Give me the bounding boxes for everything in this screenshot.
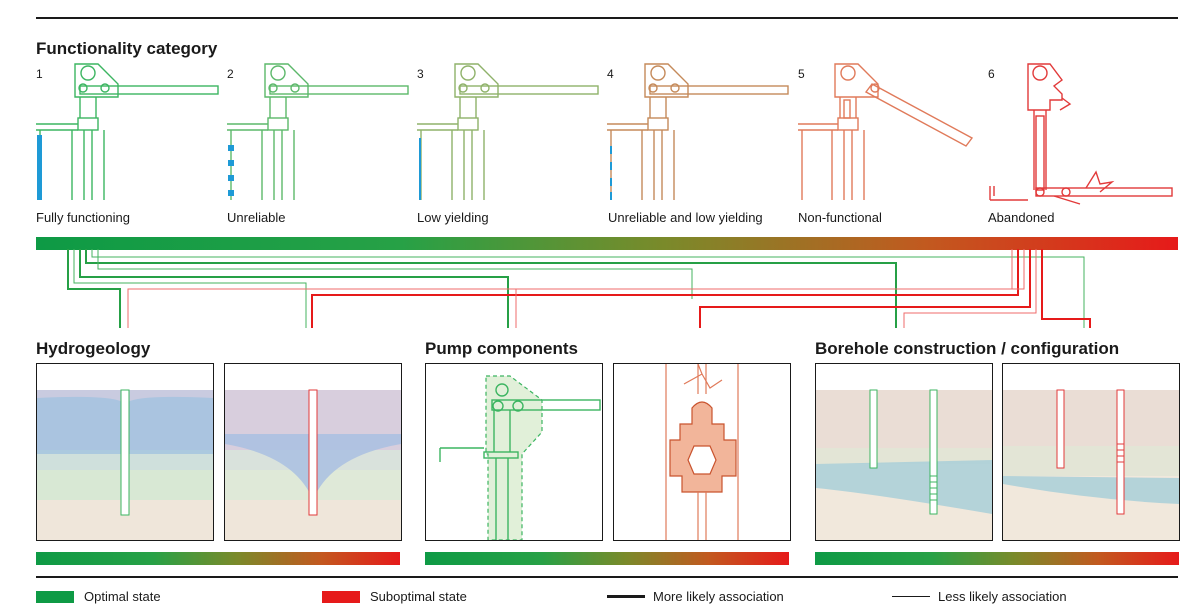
category-number-3: 3 [417, 67, 424, 81]
legend-thin-line [892, 596, 930, 597]
section-title-pump-components: Pump components [425, 339, 579, 358]
legend-more-likely: More likely association [607, 589, 784, 604]
category-label-3: Low yielding [417, 210, 489, 225]
hydrogeology-panel-suboptimal [224, 363, 402, 541]
section-title-hydrogeology: Hydrogeology [36, 339, 151, 358]
category-number-2: 2 [227, 67, 234, 81]
pump-icon-low-yielding [417, 63, 599, 200]
borehole-gradient-bar [815, 552, 1179, 565]
association-line-strong [79, 249, 509, 328]
pump-icon-abandoned [989, 63, 1173, 205]
hydrogeology-panel-optimal [36, 363, 214, 541]
association-line-weak [91, 249, 1085, 328]
legend-less-likely-label: Less likely association [938, 589, 1067, 604]
borehole-panel-optimal [815, 363, 993, 541]
association-lines [67, 249, 1091, 328]
legend-optimal: Optimal state [36, 589, 161, 604]
legend-more-likely-label: More likely association [653, 589, 784, 604]
legend-optimal-swatch [36, 590, 74, 603]
association-line-weak [73, 249, 307, 328]
category-label-5: Non-functional [798, 210, 882, 225]
association-line-strong [67, 249, 121, 328]
legend-suboptimal: Suboptimal state [322, 589, 467, 604]
category-label-2: Unreliable [227, 210, 286, 225]
legend-optimal-label: Optimal state [84, 589, 161, 604]
section-title-borehole-construction: Borehole construction / configuration [815, 339, 1120, 358]
association-line-weak [97, 249, 693, 299]
water-column-thin-dashed [610, 146, 612, 200]
water-column-thin [419, 138, 421, 200]
functionality-title: Functionality category [36, 39, 218, 58]
association-line-weak [515, 249, 1025, 328]
legend-suboptimal-swatch [322, 590, 360, 603]
legend-thick-line [607, 595, 645, 598]
pump-panel-suboptimal [613, 363, 791, 541]
legend-suboptimal-label: Suboptimal state [370, 589, 467, 604]
category-number-6: 6 [988, 67, 995, 81]
category-number-4: 4 [607, 67, 614, 81]
category-label-6: Abandoned [988, 210, 1055, 225]
bottom-rule [36, 576, 1178, 578]
pump-gradient-bar [425, 552, 789, 565]
pump-panel-optimal [425, 363, 603, 541]
association-line-strong [699, 249, 1031, 328]
pump-icon-unreliable-low-yielding [607, 63, 789, 200]
hydrogeology-gradient-bar [36, 552, 400, 565]
association-line-strong [1041, 249, 1091, 328]
pump-icon-non-functional [798, 63, 974, 200]
category-number-5: 5 [798, 67, 805, 81]
top-rule [36, 17, 1178, 19]
borehole-panel-suboptimal [1002, 363, 1180, 541]
legend-less-likely: Less likely association [892, 589, 1067, 604]
functionality-gradient-bar [36, 237, 1178, 250]
pump-illustrations [36, 63, 1173, 205]
pump-icon-unreliable [227, 63, 409, 200]
water-column-dashed [228, 145, 234, 196]
category-label-1: Fully functioning [36, 210, 130, 225]
pump-icon-fully-functioning [36, 63, 219, 200]
category-number-1: 1 [36, 67, 43, 81]
water-column-full [37, 135, 42, 200]
association-line-strong [311, 249, 1019, 328]
category-label-4: Unreliable and low yielding [608, 210, 763, 225]
association-line-weak [903, 249, 1037, 328]
